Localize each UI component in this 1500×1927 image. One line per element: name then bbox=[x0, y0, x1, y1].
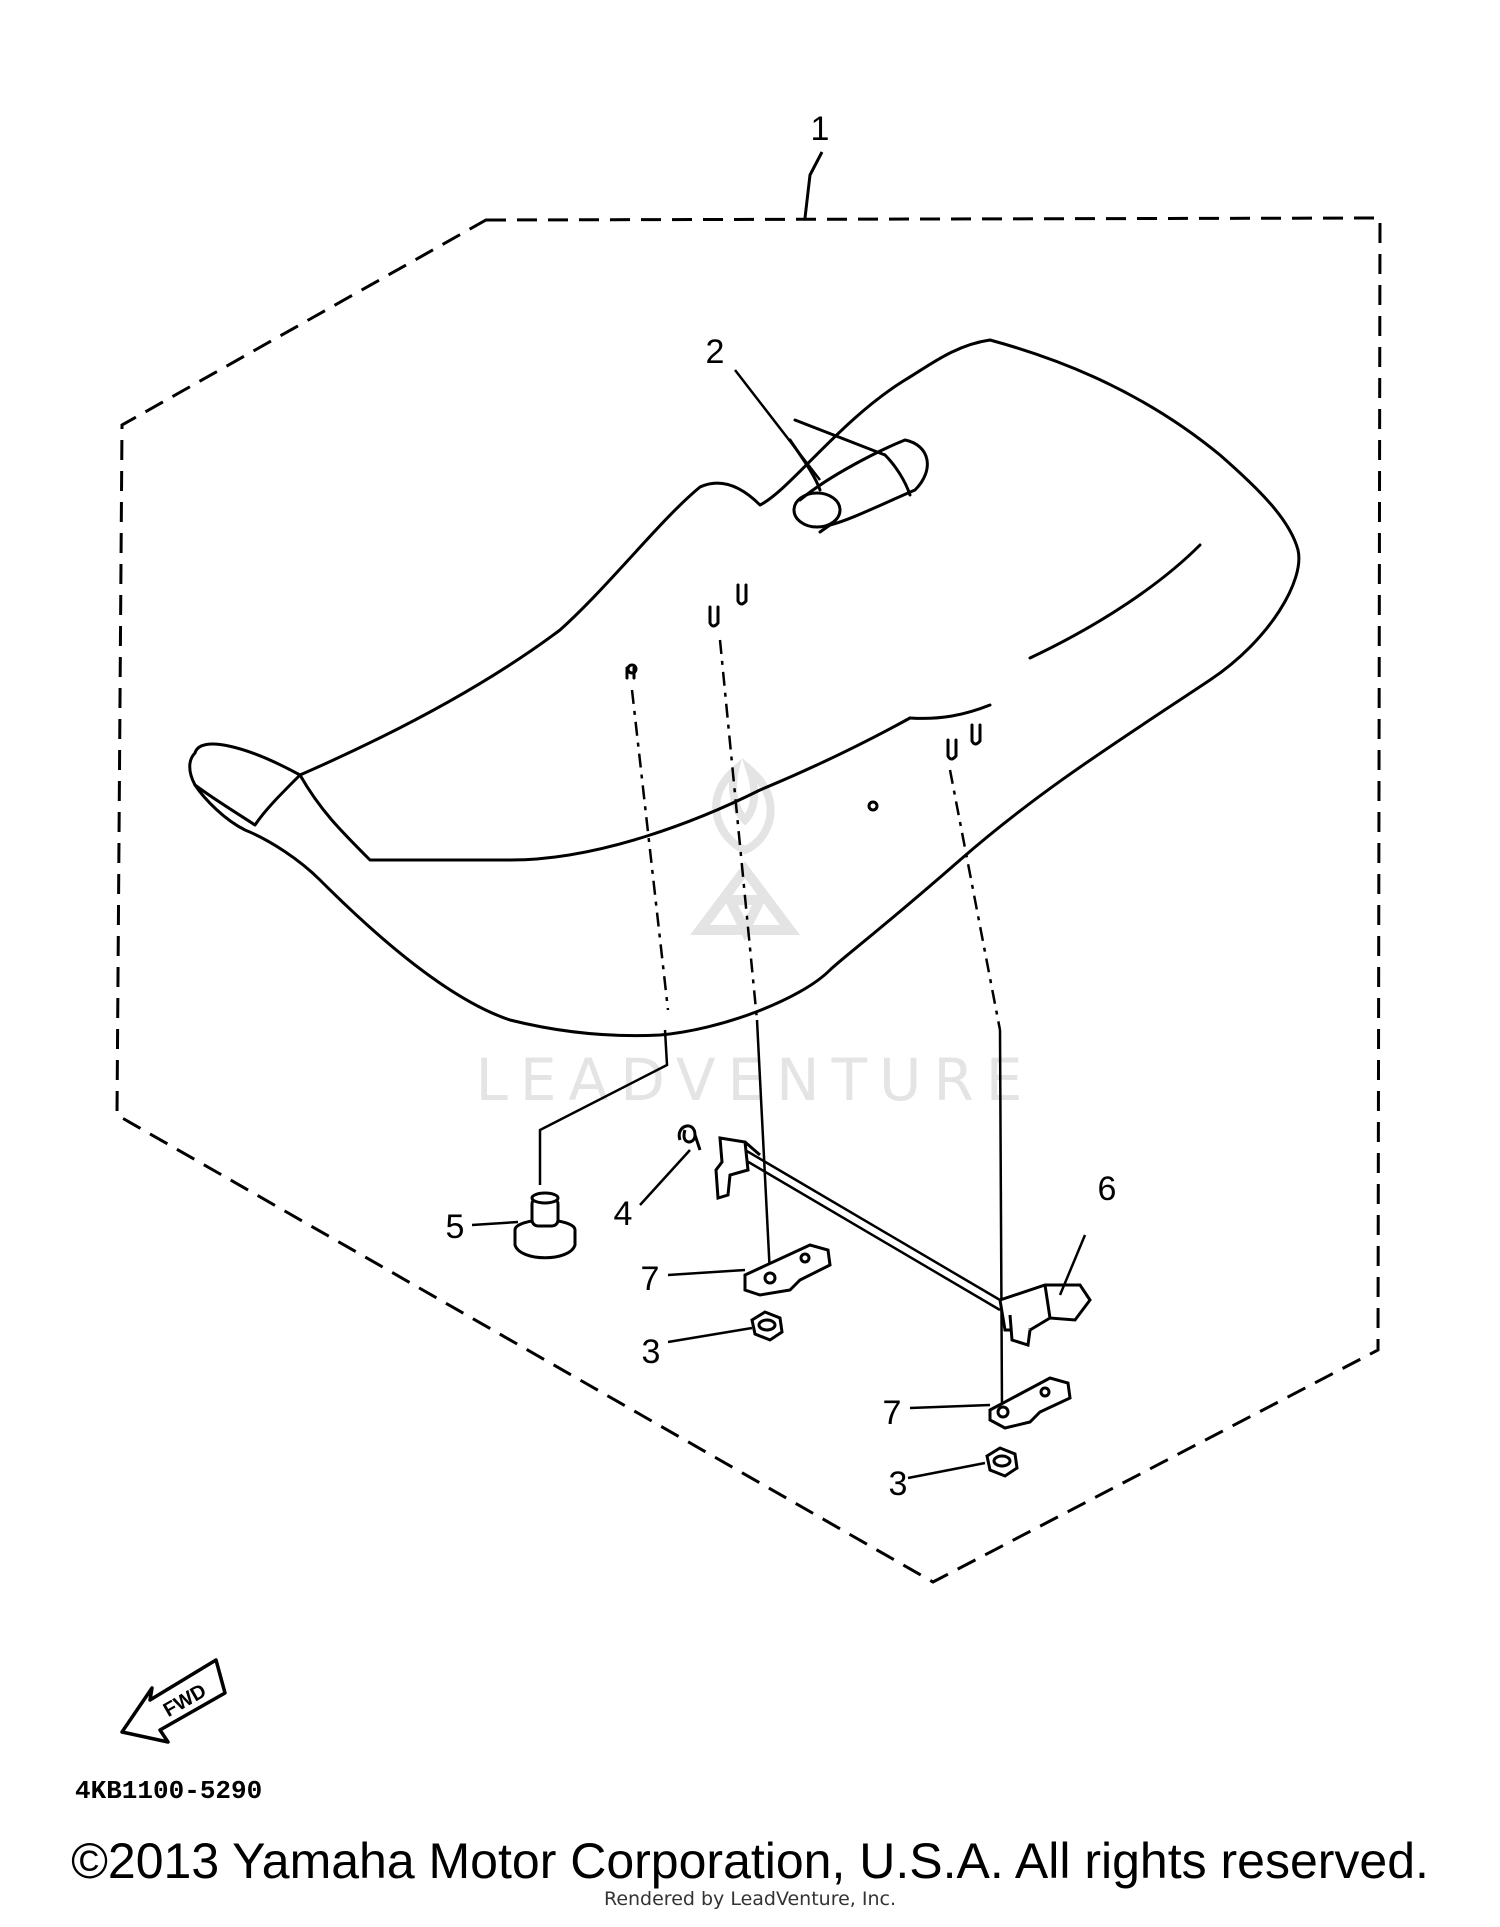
clip-part-4 bbox=[677, 1124, 702, 1151]
fwd-arrow-icon: FWD bbox=[120, 1658, 227, 1744]
callout-3-lower: 3 bbox=[889, 1465, 908, 1503]
damper-part-5 bbox=[513, 1191, 577, 1260]
copyright-notice: ©2013 Yamaha Motor Corporation, U.S.A. A… bbox=[71, 1833, 1429, 1889]
lever-part-6 bbox=[998, 1283, 1092, 1347]
callout-leaders bbox=[471, 369, 1087, 1480]
leader-line-1 bbox=[803, 151, 824, 219]
callout-4: 4 bbox=[614, 1195, 633, 1233]
assembly-boundary bbox=[115, 216, 1382, 1584]
callout-1: 1 bbox=[811, 110, 830, 148]
callout-7-upper: 7 bbox=[641, 1260, 660, 1298]
seat bbox=[188, 338, 1301, 1038]
bracket-part-7b bbox=[988, 1376, 1072, 1430]
rendered-by-notice: Rendered by LeadVenture, Inc. bbox=[603, 1888, 897, 1910]
leader-lines bbox=[538, 1019, 1004, 1411]
bracket-part-7a bbox=[743, 1243, 832, 1297]
callout-2: 2 bbox=[706, 333, 725, 371]
leadventure-watermark: LEADVENTURE bbox=[476, 757, 1035, 1114]
callout-7-lower: 7 bbox=[883, 1394, 902, 1432]
callout-5: 5 bbox=[446, 1208, 465, 1246]
callout-6: 6 bbox=[1098, 1170, 1117, 1208]
watermark-text: LEADVENTURE bbox=[476, 1046, 1035, 1114]
diagram-part-code: 4KB1100-5290 bbox=[75, 1776, 262, 1806]
nut-part-3a bbox=[750, 1310, 784, 1342]
nut-part-3b bbox=[985, 1446, 1019, 1478]
hook-left bbox=[714, 1136, 761, 1200]
callout-3-upper: 3 bbox=[642, 1333, 661, 1371]
locating-lines bbox=[630, 639, 1002, 1031]
